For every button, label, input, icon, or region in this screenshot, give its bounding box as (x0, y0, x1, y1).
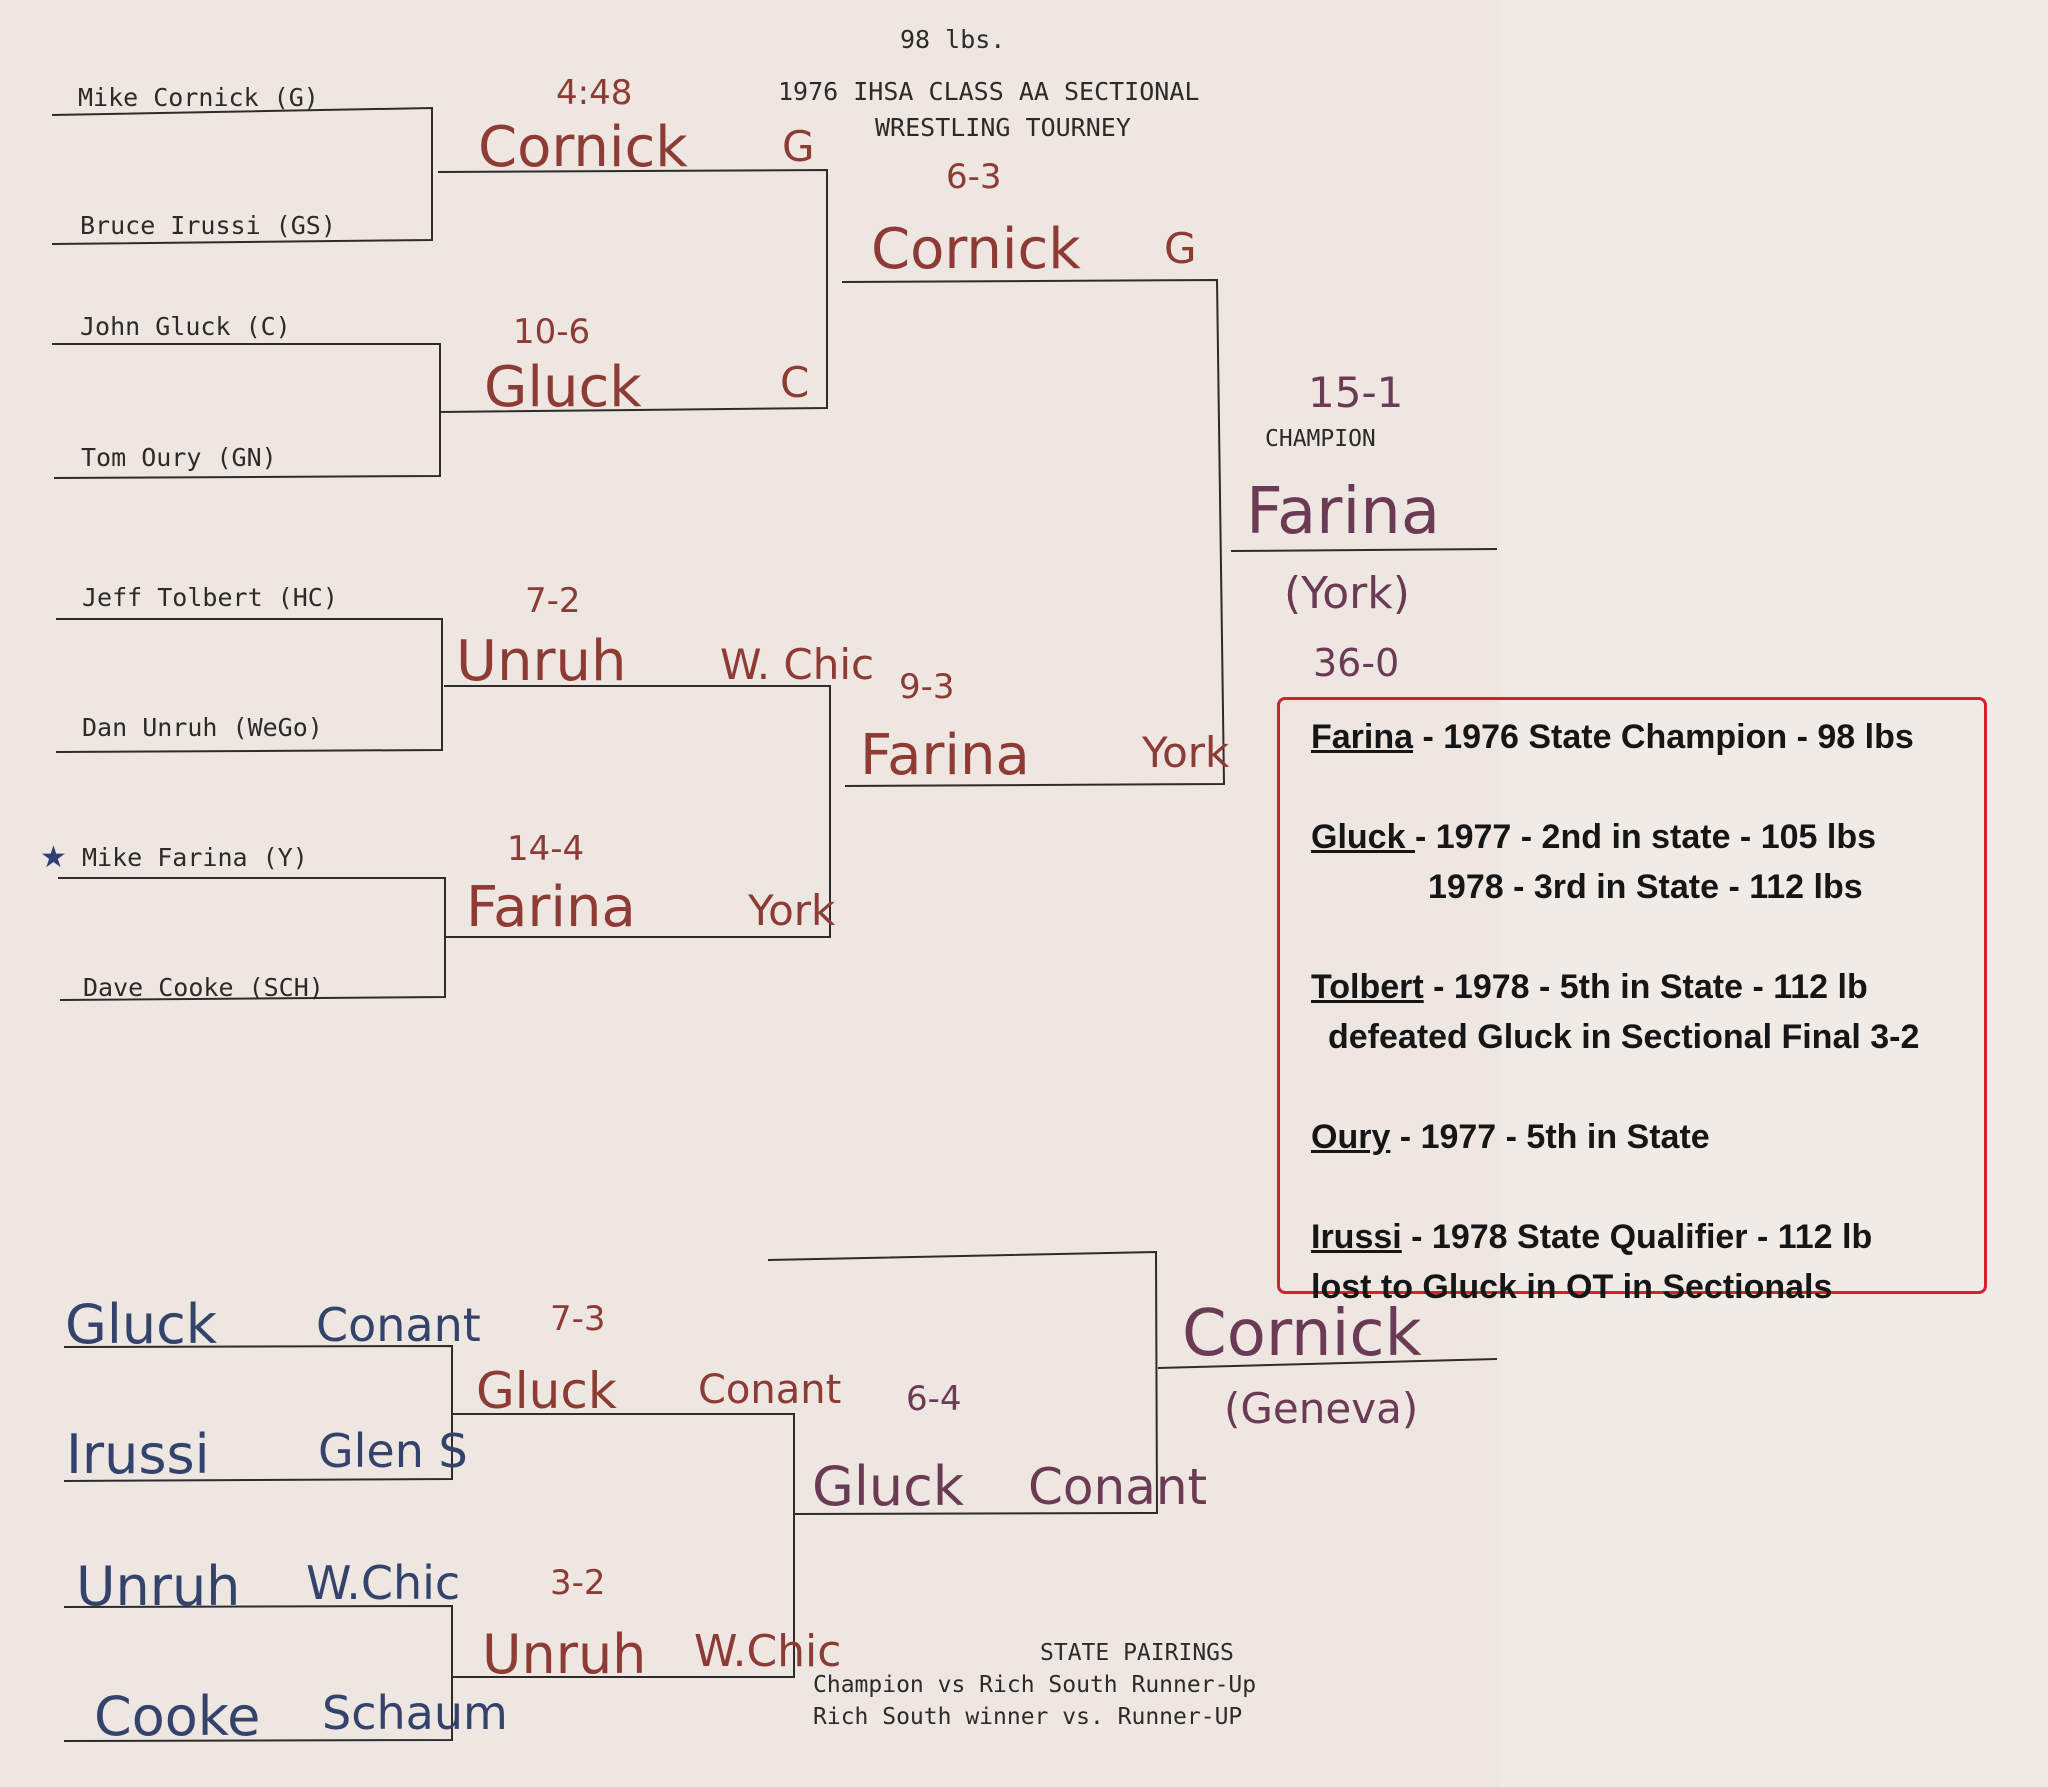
entrant-6: Dan Unruh (WeGo) (82, 713, 323, 742)
weight-class-title: 98 lbs. (900, 25, 1006, 54)
cons-entrant-1: Gluck (65, 1293, 218, 1356)
note-oury: Oury - 1977 - 5th in State (1311, 1112, 1964, 1162)
cons-entrant-4: Cooke (94, 1685, 261, 1748)
qf3-score: 7-2 (525, 581, 581, 621)
champion-record: 36-0 (1313, 641, 1400, 685)
note-text: - 1978 - 5th in State - 112 lb (1423, 968, 1868, 1006)
note-name: Gluck (1311, 818, 1415, 856)
bracket-line-8 (1230, 548, 1498, 552)
qf2-team: C (780, 358, 810, 407)
sf2-score: 9-3 (899, 667, 955, 707)
note-name: Tolbert (1311, 968, 1424, 1006)
state-pairings-title: STATE PAIRINGS (1040, 1640, 1234, 1666)
qf2-winner: Gluck (484, 355, 642, 420)
notes-box: Farina - 1976 State Champion - 98 lbs Gl… (1277, 697, 1987, 1306)
champion-name: Farina (1246, 475, 1441, 549)
note-text: - 1976 State Champion - 98 lbs (1413, 718, 1914, 756)
tournament-subtitle: WRESTLING TOURNEY (875, 113, 1131, 142)
entrant-2: Bruce Irussi (GS) (80, 211, 336, 240)
qf3-team: W. Chic (720, 640, 875, 689)
champion-team: (York) (1284, 568, 1410, 619)
sf1-team: G (1164, 224, 1197, 273)
cons-team-3: W.Chic (306, 1556, 461, 1610)
sf2-winner: Farina (860, 723, 1030, 788)
sf1-winner: Cornick (871, 217, 1081, 282)
note-text: - 1977 - 2nd in state - 105 lbs (1414, 818, 1876, 856)
bracket-line-1 (51, 106, 433, 245)
sf2-team: York (1142, 728, 1230, 777)
entrant-5: Jeff Tolbert (HC) (82, 583, 338, 612)
cons-team-1: Conant (316, 1298, 481, 1352)
cons-r2-team: Conant (1028, 1458, 1208, 1516)
final-score: 15-1 (1308, 368, 1404, 417)
adjacent-sheet (1500, 0, 2048, 1787)
note-gluck-extra: 1978 - 3rd in State - 112 lbs (1428, 868, 1863, 906)
cons-r1-winner-2: Unruh (482, 1623, 647, 1686)
bracket-line-11 (452, 1413, 795, 1678)
qf4-score: 14-4 (507, 829, 585, 869)
bracket-line-3 (55, 618, 443, 753)
bracket-line-4 (58, 877, 446, 1001)
note-tolbert: Tolbert - 1978 - 5th in State - 112 lb (1311, 962, 1964, 1012)
note-tolbert-extra: defeated Gluck in Sectional Final 3-2 (1328, 1018, 1920, 1056)
sf1-score: 6-3 (946, 157, 1002, 197)
entrant-1: Mike Cornick (G) (78, 83, 319, 112)
bracket-line-10 (63, 1604, 453, 1742)
qf3-winner: Unruh (456, 629, 627, 694)
state-pairings-line1: Champion vs Rich South Runner-Up (813, 1672, 1257, 1698)
qf1-score: 4:48 (556, 73, 633, 113)
star-icon: ★ (40, 840, 67, 875)
qf2-score: 10-6 (513, 312, 591, 352)
cons-r1-score-1: 7-3 (550, 1299, 606, 1339)
bracket-line-5 (437, 168, 828, 413)
bracket-line-6 (444, 685, 831, 938)
note-name: Oury (1311, 1118, 1391, 1156)
note-text: - 1977 - 5th in State (1390, 1118, 1710, 1156)
cons-team-4: Schaum (322, 1686, 508, 1740)
cons-team-2: Glen S (318, 1424, 468, 1478)
note-text: - 1978 State Qualifier - 112 lb (1401, 1218, 1873, 1256)
runner-up-name: Cornick (1182, 1297, 1422, 1371)
note-irussi-extra: lost to Gluck in OT in Sectionals (1311, 1268, 1833, 1306)
runner-up-team: (Geneva) (1224, 1384, 1419, 1433)
qf4-winner: Farina (466, 875, 636, 940)
cons-r1-team-1: Conant (698, 1367, 842, 1413)
qf4-team: York (748, 886, 836, 935)
entrant-8: Dave Cooke (SCH) (83, 973, 324, 1002)
qf1-team: G (782, 122, 815, 171)
note-name: Farina (1311, 718, 1414, 756)
note-name: Irussi (1311, 1218, 1402, 1256)
note-gluck: Gluck - 1977 - 2nd in state - 105 lbs (1311, 812, 1964, 862)
bracket-line-7 (841, 278, 1226, 787)
note-farina: Farina - 1976 State Champion - 98 lbs (1311, 712, 1964, 762)
scanned-bracket-sheet (0, 0, 1500, 1787)
entrant-4: Tom Oury (GN) (81, 443, 277, 472)
bracket-line-2 (52, 343, 441, 479)
cons-r2-score: 6-4 (906, 1379, 962, 1419)
note-irussi: Irussi - 1978 State Qualifier - 112 lb (1311, 1212, 1964, 1262)
bracket-line-9 (63, 1344, 453, 1482)
entrant-7: Mike Farina (Y) (82, 843, 308, 872)
cons-r1-winner-1: Gluck (476, 1362, 617, 1420)
qf1-winner: Cornick (478, 115, 688, 180)
cons-entrant-2: Irussi (66, 1423, 210, 1486)
champion-label: CHAMPION (1265, 426, 1376, 452)
cons-entrant-3: Unruh (76, 1555, 241, 1618)
bracket-line-13 (1157, 1358, 1498, 1369)
cons-r2-winner: Gluck (812, 1455, 965, 1518)
state-pairings-line2: Rich South winner vs. Runner-UP (813, 1704, 1243, 1730)
bracket-line-12 (767, 1250, 1159, 1515)
cons-r1-score-2: 3-2 (550, 1563, 606, 1603)
cons-r1-team-2: W.Chic (694, 1626, 842, 1677)
tournament-title: 1976 IHSA CLASS AA SECTIONAL (778, 77, 1200, 106)
entrant-3: John Gluck (C) (80, 312, 291, 341)
